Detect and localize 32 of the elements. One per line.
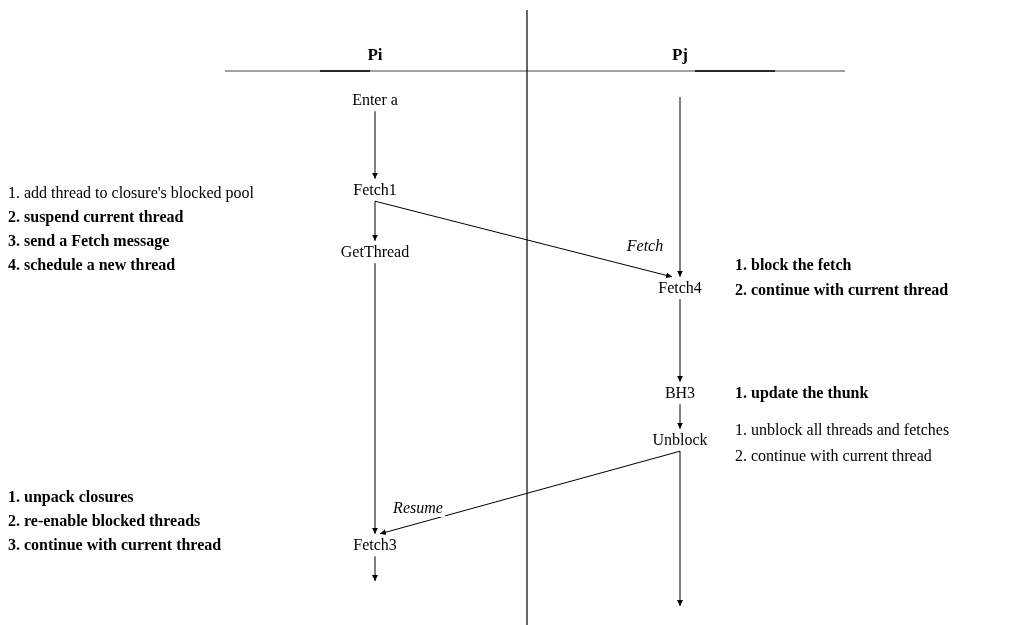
- arrow: [372, 200, 378, 242]
- step-label: Fetch3: [350, 533, 400, 557]
- arrow: [677, 298, 683, 383]
- column-heading: Pi: [367, 45, 383, 65]
- note-text: 3. send a Fetch message: [8, 231, 170, 251]
- note-text: 2. re-enable blocked threads: [8, 511, 201, 531]
- column-heading: Pj: [672, 45, 688, 65]
- note-text: 2. suspend current thread: [8, 207, 184, 227]
- note-text: 2. continue with current thread: [735, 446, 932, 466]
- note-text: 3. continue with current thread: [8, 535, 222, 555]
- step-label: GetThread: [337, 240, 413, 264]
- arrow: [379, 450, 681, 536]
- step-label: Fetch1: [350, 178, 400, 202]
- step-label: BH3: [661, 381, 699, 405]
- arrow: [677, 403, 683, 430]
- note-text: 1. unpack closures: [8, 487, 134, 507]
- arrow: [677, 450, 683, 607]
- note-text: 2. continue with current thread: [735, 280, 949, 300]
- note-text: 4. schedule a new thread: [8, 255, 176, 275]
- arrow: [372, 262, 378, 535]
- note-text: 1. add thread to closure's blocked pool: [8, 183, 254, 203]
- step-label: Enter a: [349, 88, 401, 112]
- edge-label: Resume: [391, 499, 445, 517]
- note-text: 1. block the fetch: [735, 255, 852, 275]
- note-text: 1. unblock all threads and fetches: [735, 420, 950, 440]
- arrow: [372, 555, 378, 582]
- arrow: [372, 110, 378, 180]
- arrow: [374, 200, 673, 279]
- step-label: Fetch4: [655, 276, 705, 300]
- note-text: 1. update the thunk: [735, 383, 869, 403]
- arrow: [677, 96, 683, 278]
- step-label: Unblock: [649, 428, 711, 452]
